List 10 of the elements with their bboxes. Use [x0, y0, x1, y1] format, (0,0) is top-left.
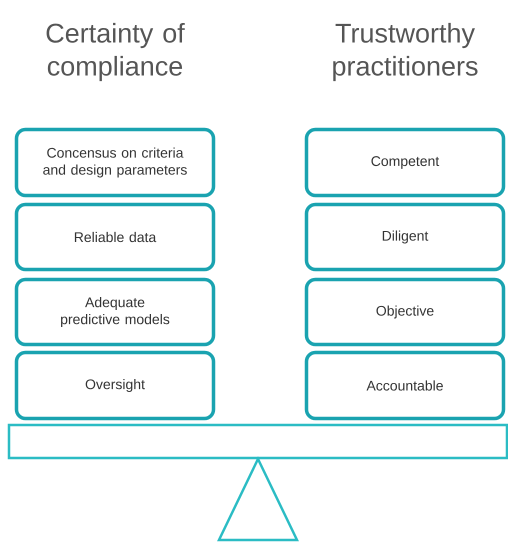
text-box: Accountable — [304, 350, 506, 420]
column-heading: Trustworthy practitioners — [333, 22, 478, 82]
text-box: Concensus on criteria and design parameters — [14, 128, 216, 198]
text-box: Diligent — [304, 202, 506, 272]
column-heading: Certainty of compliance — [46, 22, 185, 82]
text-box: Reliable data — [14, 202, 216, 272]
text-box: Competent — [304, 128, 506, 198]
text-box: Objective — [304, 278, 506, 346]
text-box: Oversight — [14, 350, 216, 420]
text-box: Adequate predictive models — [14, 278, 216, 346]
